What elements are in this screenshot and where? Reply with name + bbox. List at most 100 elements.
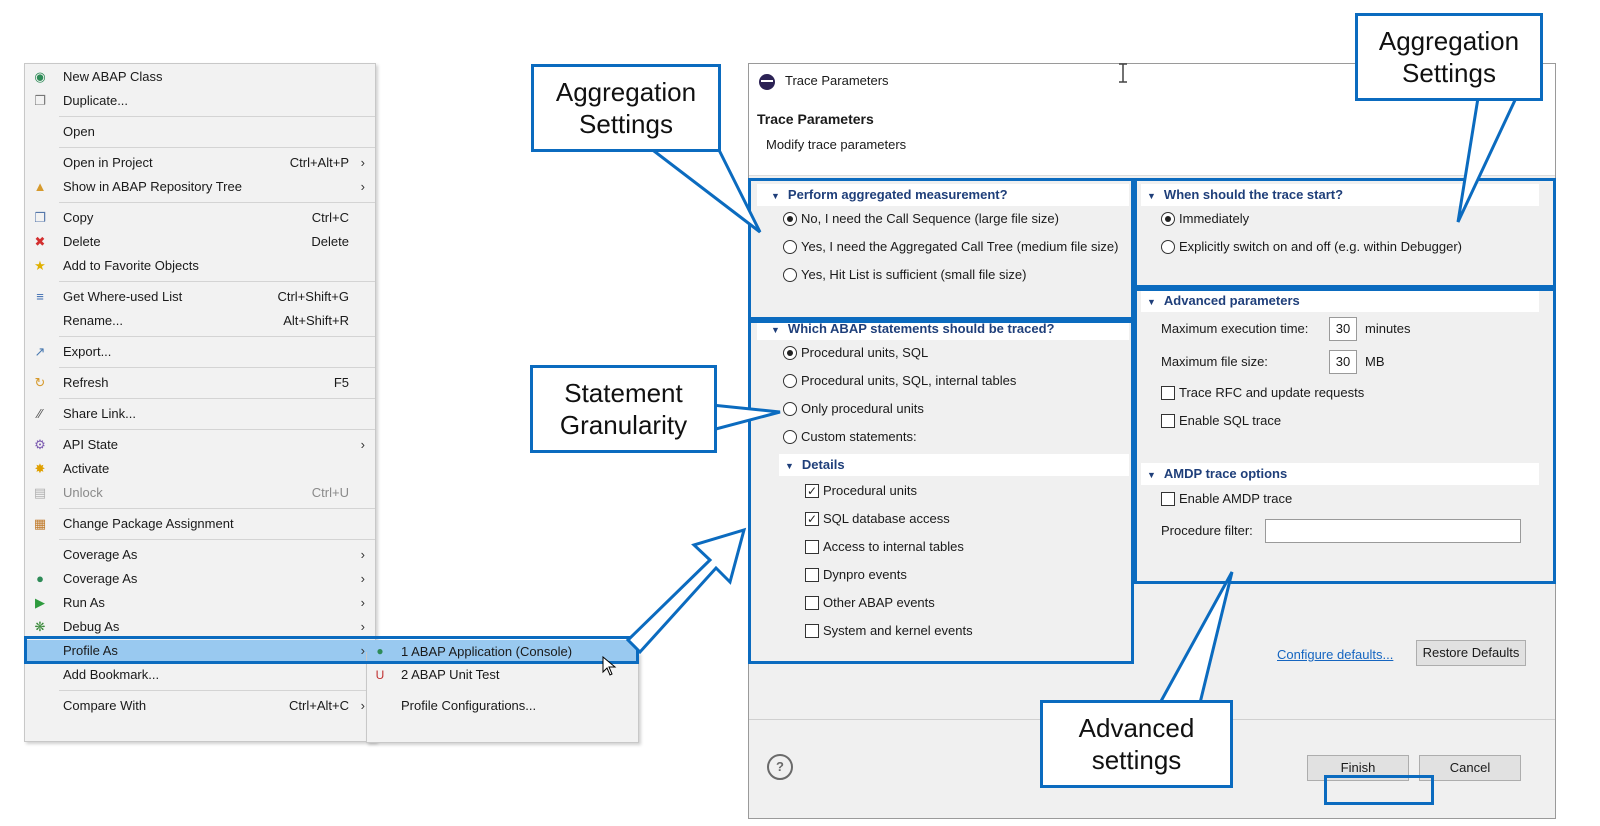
checkbox-internal-tables[interactable]: [805, 540, 819, 554]
checkbox-procedural-units[interactable]: ✓: [805, 484, 819, 498]
radio-label-call-sequence: No, I need the Call Sequence (large file…: [801, 211, 1059, 226]
menu-item-compare-with[interactable]: Compare With Ctrl+Alt+C ›: [25, 695, 377, 717]
export-icon: ↗: [34, 344, 46, 359]
radio-custom-statements[interactable]: [783, 430, 797, 444]
max-exec-time-input[interactable]: 30: [1329, 317, 1357, 341]
menu-item-change-package[interactable]: ▦ Change Package Assignment: [33, 516, 234, 531]
duplicate-icon: ❐: [34, 93, 46, 108]
radio-label-hit-list: Yes, Hit List is sufficient (small file …: [801, 267, 1027, 282]
folder-icon: ▲: [33, 179, 47, 194]
menu-item-api-state[interactable]: ⚙ API State ›: [25, 434, 377, 456]
submenu-item-profile-configurations[interactable]: Profile Configurations...: [401, 698, 537, 713]
menu-separator: [59, 336, 375, 337]
menu-item-run-as[interactable]: ▶ Run As ›: [25, 592, 377, 614]
menu-item-rename[interactable]: Rename... Alt+Shift+R: [63, 313, 349, 328]
menu-item-activate[interactable]: ✸ Activate: [25, 458, 377, 480]
star-icon: ★: [34, 258, 46, 273]
cancel-button[interactable]: Cancel: [1419, 755, 1521, 781]
section-details-heading[interactable]: ▼Details: [779, 454, 1129, 476]
menu-item-add-bookmark[interactable]: Add Bookmark...: [63, 667, 160, 682]
checkbox-enable-amdp-trace[interactable]: [1161, 492, 1175, 506]
max-file-size-unit: MB: [1365, 354, 1385, 369]
procedure-filter-input[interactable]: [1265, 519, 1521, 543]
checkbox-trace-rfc[interactable]: [1161, 386, 1175, 400]
max-file-size-input[interactable]: 30: [1329, 350, 1357, 374]
menu-item-new-abap-class[interactable]: ◉ New ABAP Class: [25, 66, 377, 88]
delete-icon: ✖: [34, 234, 46, 249]
chevron-right-icon: ›: [360, 437, 365, 452]
advanced-frame: [1134, 288, 1556, 584]
radio-label-procedural-sql-tables: Procedural units, SQL, internal tables: [801, 373, 1017, 388]
radio-procedural-sql[interactable]: [783, 346, 797, 360]
callout-pointer-aggregation-right: [1456, 96, 1519, 223]
checkbox-sql-database-access[interactable]: ✓: [805, 512, 819, 526]
menu-item-coverage-as-2[interactable]: ● Coverage As ›: [25, 568, 377, 590]
section-amdp-heading[interactable]: ▼AMDP trace options: [1141, 463, 1539, 485]
menu-item-debug-as[interactable]: ❋ Debug As ›: [25, 616, 377, 638]
help-icon[interactable]: ?: [767, 754, 793, 780]
menu-item-duplicate[interactable]: ❐ Duplicate...: [25, 90, 377, 112]
callout-pointer-aggregation-left: [645, 146, 762, 234]
configure-defaults-link[interactable]: Configure defaults...: [1277, 647, 1394, 662]
callout-pointer-statement: [710, 403, 781, 432]
text-cursor-icon: [1119, 63, 1127, 83]
activate-icon: ✸: [34, 461, 46, 476]
menu-separator: [59, 508, 375, 509]
menu-item-refresh[interactable]: ↻ Refresh F5: [25, 372, 377, 394]
radio-label-custom-statements: Custom statements:: [801, 429, 917, 444]
statements-frame: [748, 320, 1134, 664]
menu-separator: [59, 147, 375, 148]
section-advanced-heading[interactable]: ▼Advanced parameters: [1141, 290, 1539, 312]
checkbox-system-kernel-events[interactable]: [805, 624, 819, 638]
menu-item-delete[interactable]: ✖ Delete Delete: [25, 231, 377, 253]
radio-label-explicitly-switch: Explicitly switch on and off (e.g. withi…: [1179, 239, 1463, 254]
run-icon: ▶: [35, 595, 45, 610]
submenu-item-abap-application[interactable]: ● 1 ABAP Application (Console): [367, 640, 638, 664]
max-exec-time-unit: minutes: [1365, 321, 1411, 336]
radio-only-procedural[interactable]: [783, 402, 797, 416]
menu-item-profile-as[interactable]: Profile As ›: [25, 640, 377, 662]
radio-immediately[interactable]: [1161, 212, 1175, 226]
radio-label-procedural-sql: Procedural units, SQL: [801, 345, 929, 360]
menu-item-add-to-favorites[interactable]: ★ Add to Favorite Objects: [25, 255, 377, 277]
unlock-icon: ▤: [33, 485, 47, 500]
submenu-item-abap-unit-test[interactable]: U 2 ABAP Unit Test: [367, 664, 638, 686]
menu-item-open-in-project[interactable]: Open in Project Ctrl+Alt+P ›: [25, 152, 377, 174]
trace-start-frame: [1134, 178, 1556, 288]
menu-item-export[interactable]: ↗ Export...: [25, 341, 377, 363]
checkbox-label-sql-database-access: SQL database access: [823, 511, 950, 526]
radio-label-immediately: Immediately: [1179, 211, 1250, 226]
radio-hit-list[interactable]: [783, 268, 797, 282]
chevron-right-icon: ›: [360, 547, 365, 562]
menu-separator: [59, 398, 375, 399]
menu-separator: [59, 367, 375, 368]
section-statements-heading[interactable]: ▼Which ABAP statements should be traced?: [757, 318, 1129, 340]
radio-procedural-sql-tables[interactable]: [783, 374, 797, 388]
chevron-right-icon: ›: [360, 179, 365, 194]
menu-item-unlock: ▤ Unlock Ctrl+U: [33, 485, 349, 500]
checkbox-other-abap-events[interactable]: [805, 596, 819, 610]
checkbox-dynpro-events[interactable]: [805, 568, 819, 582]
menu-item-copy[interactable]: ❐ Copy Ctrl+C: [25, 207, 377, 229]
radio-label-only-procedural: Only procedural units: [801, 401, 924, 416]
restore-defaults-button[interactable]: Restore Defaults: [1416, 640, 1526, 666]
menu-item-show-in-repository-tree[interactable]: ▲ Show in ABAP Repository Tree ›: [25, 176, 377, 198]
checkbox-label-dynpro-events: Dynpro events: [823, 567, 907, 582]
collapse-triangle-icon: ▼: [1147, 470, 1156, 480]
radio-explicitly-switch[interactable]: [1161, 240, 1175, 254]
menu-item-share-link[interactable]: ∕∕ Share Link...: [25, 403, 377, 425]
menu-item-open[interactable]: Open: [63, 124, 95, 139]
radio-call-sequence[interactable]: [783, 212, 797, 226]
radio-aggregated-call-tree[interactable]: [783, 240, 797, 254]
section-aggregation-heading[interactable]: ▼Perform aggregated measurement?: [757, 184, 1129, 206]
arrow-submenu-to-dialog: [625, 527, 747, 655]
context-menu: ◉ New ABAP Class ❐ Duplicate... Open Ope…: [24, 63, 377, 742]
menu-item-coverage-as-1[interactable]: Coverage As ›: [25, 544, 377, 566]
section-trace-start-heading[interactable]: ▼When should the trace start?: [1141, 184, 1539, 206]
new-class-icon: ◉: [34, 69, 46, 84]
checkbox-enable-sql-trace[interactable]: [1161, 414, 1175, 428]
menu-item-where-used[interactable]: ≡ Get Where-used List Ctrl+Shift+G: [25, 286, 377, 308]
